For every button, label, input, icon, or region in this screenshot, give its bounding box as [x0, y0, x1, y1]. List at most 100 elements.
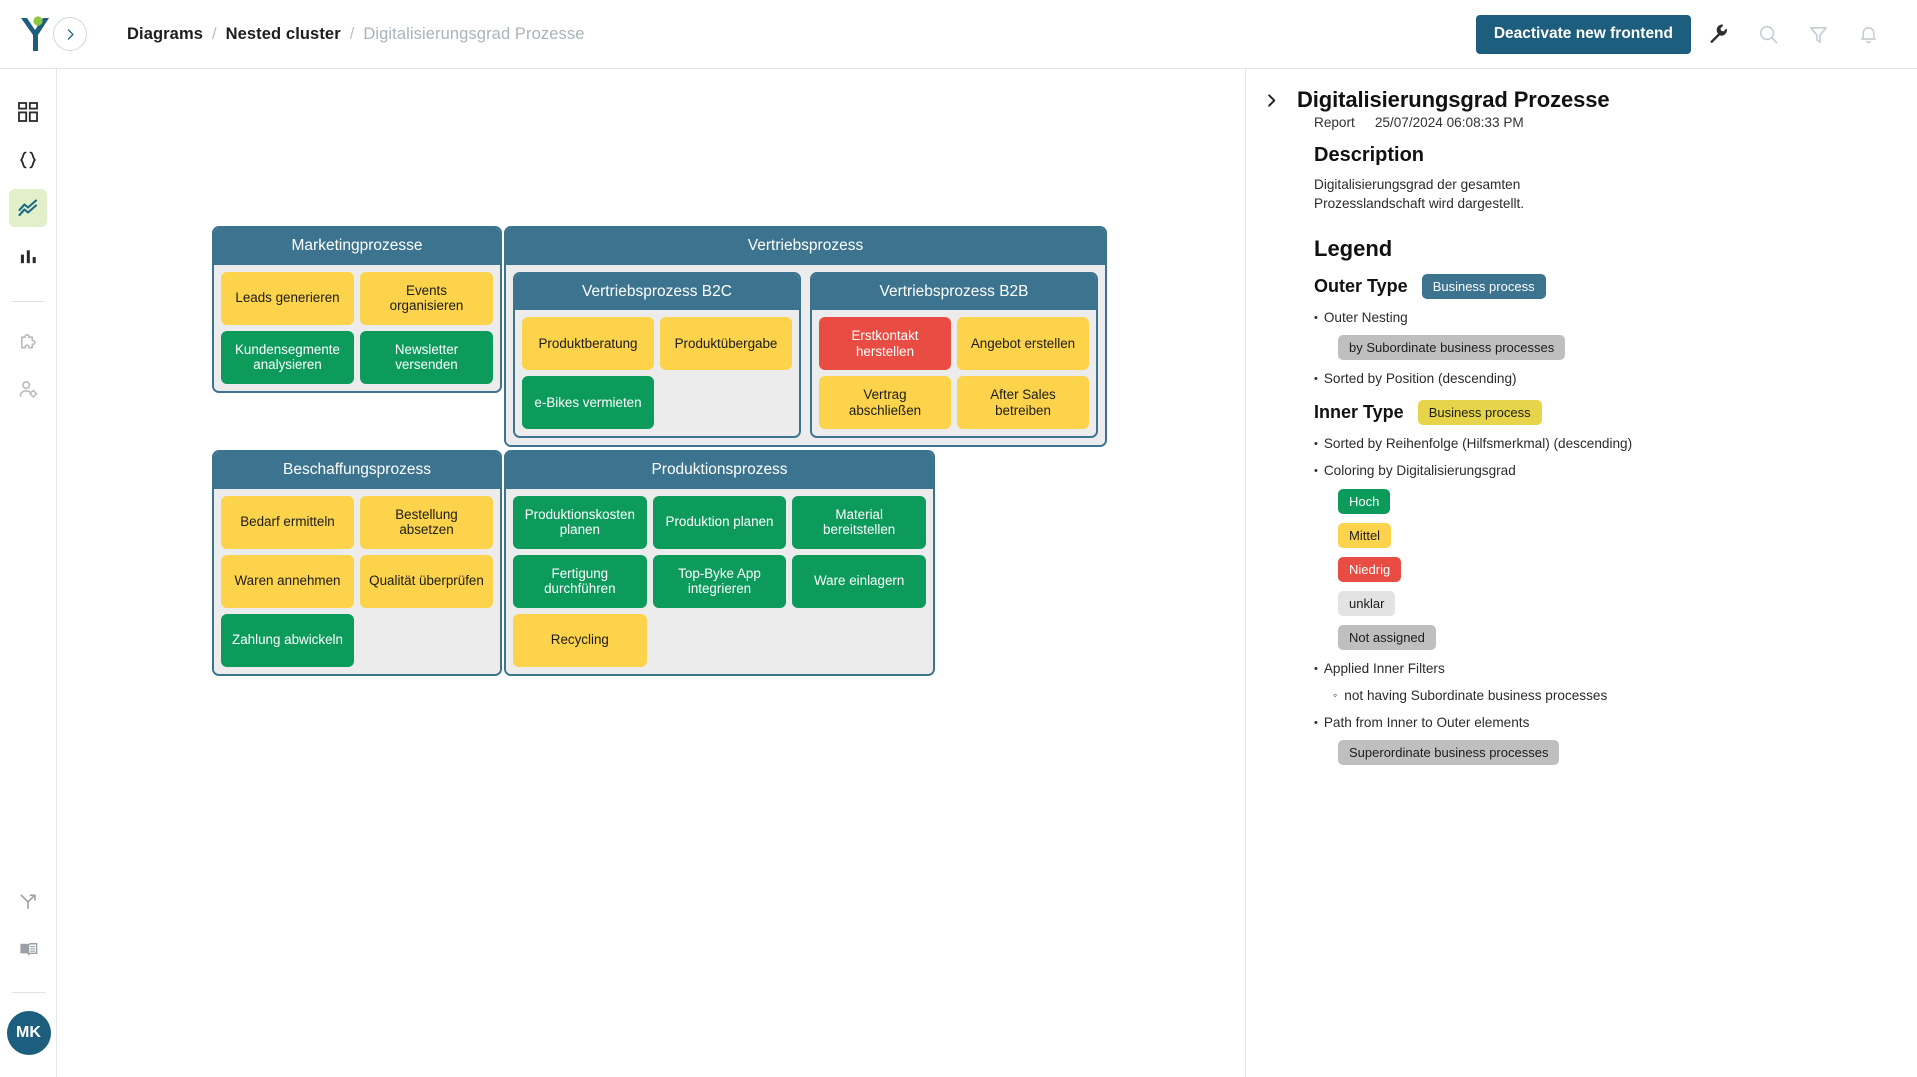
chevron-right-icon: [1268, 94, 1276, 107]
diagram-canvas[interactable]: Marketingprozesse Leads generieren Event…: [57, 69, 1245, 1077]
sidebar-collapse-button[interactable]: [53, 17, 87, 51]
breadcrumb-separator: /: [212, 24, 217, 43]
subcluster-vertriebsprozess-b2b[interactable]: Vertriebsprozess B2B Erstkontakt herstel…: [810, 271, 1098, 438]
rail-item-branch[interactable]: [10, 882, 48, 920]
bell-icon: [1860, 26, 1876, 43]
legend-chip-mittel[interactable]: Mittel: [1338, 522, 1392, 548]
process-node[interactable]: Recycling: [513, 613, 647, 667]
panel-collapse-button[interactable]: [1264, 89, 1279, 108]
filter-button[interactable]: [1795, 11, 1841, 57]
left-rail: MK: [0, 69, 57, 1077]
process-node[interactable]: Produktübergabe: [660, 317, 792, 370]
legend-chip-niedrig[interactable]: Niedrig: [1338, 556, 1402, 582]
cluster-title: Produktionsprozess: [506, 452, 933, 489]
rail-bottom-group: MK: [0, 882, 57, 1077]
process-node[interactable]: Waren annehmen: [221, 554, 354, 608]
process-node[interactable]: Ware einlagern: [792, 554, 926, 608]
process-node[interactable]: Leads generieren: [221, 271, 354, 325]
code-braces-icon: [20, 151, 36, 169]
legend-chip-unklar[interactable]: unklar: [1338, 590, 1396, 616]
process-node[interactable]: Qualität überprüfen: [360, 554, 493, 608]
filters-sub-text: not having Subordinate business processe…: [1344, 688, 1608, 703]
rail-item-code[interactable]: [9, 141, 47, 179]
breadcrumb: Diagrams / Nested cluster / Digitalisier…: [127, 25, 585, 44]
legend-heading: Legend: [1314, 235, 1393, 261]
panel-meta-date: 25/07/2024 06:08:33 PM: [1374, 115, 1524, 130]
cluster-body: Leads generieren Events organisieren Kun…: [214, 264, 500, 391]
panel-meta-type: Report: [1314, 115, 1355, 130]
coloring-bullet: Coloring by Digitalisierungsgrad: [1314, 463, 1891, 480]
process-node[interactable]: Kundensegmente analysieren: [221, 330, 354, 384]
process-node-placeholder: [660, 376, 792, 429]
process-node[interactable]: e-Bikes vermieten: [522, 376, 654, 429]
subcluster-body: Produktberatung Produktübergabe e-Bikes …: [515, 310, 799, 436]
process-node[interactable]: Produktberatung: [522, 317, 654, 370]
legend-chip-hoch[interactable]: Hoch: [1338, 488, 1391, 514]
process-node[interactable]: Events organisieren: [360, 271, 493, 325]
process-node[interactable]: Zahlung abwickeln: [221, 613, 354, 667]
wrench-icon: [1709, 24, 1727, 43]
rail-item-user-settings[interactable]: [9, 370, 47, 408]
trend-chart-icon: [18, 199, 38, 217]
filter-icon: [1809, 26, 1827, 43]
description-heading: Description: [1314, 144, 1425, 166]
notifications-button[interactable]: [1845, 11, 1891, 57]
inner-sorted-text: Sorted by Reihenfolge (Hilfsmerkmal) (de…: [1323, 435, 1633, 451]
process-node[interactable]: After Sales betreiben: [957, 376, 1089, 429]
process-node-placeholder: [653, 614, 787, 667]
filters-bullet: Applied Inner Filters: [1314, 661, 1891, 678]
inner-type-row: Inner Type Business process: [1314, 399, 1891, 425]
rail-item-docs[interactable]: [10, 930, 48, 968]
rail-item-plugins[interactable]: [9, 322, 47, 360]
cluster-marketingprozesse[interactable]: Marketingprozesse Leads generieren Event…: [212, 226, 502, 393]
rail-item-dashboard[interactable]: [9, 93, 47, 131]
process-node[interactable]: Produktionskosten planen: [513, 495, 647, 549]
process-node-placeholder: [792, 614, 926, 667]
process-node[interactable]: Bestellung absetzen: [360, 495, 493, 549]
outer-nesting-text: Outer Nesting: [1323, 309, 1408, 325]
rail-divider: [11, 301, 45, 302]
breadcrumb-item-nested-cluster[interactable]: Nested cluster: [225, 24, 341, 43]
process-node[interactable]: Top-Byke App integrieren: [652, 554, 787, 608]
y-logo-icon: [21, 16, 49, 51]
cluster-title: Vertriebsprozess: [506, 228, 1105, 265]
search-button[interactable]: [1745, 11, 1791, 57]
outer-sorted-bullet: Sorted by Position (descending): [1314, 371, 1891, 388]
cluster-body: Produktionskosten planen Produktion plan…: [506, 488, 933, 674]
wrench-button[interactable]: [1695, 11, 1741, 57]
legend-chip-not-assigned[interactable]: Not assigned: [1338, 624, 1436, 650]
branch-icon: [20, 893, 36, 909]
subcluster-vertriebsprozess-b2c[interactable]: Vertriebsprozess B2C Produktberatung Pro…: [513, 271, 801, 438]
rail-item-reports[interactable]: [9, 237, 47, 275]
deactivate-new-frontend-button[interactable]: Deactivate new frontend: [1475, 14, 1691, 54]
app-logo[interactable]: [0, 0, 70, 69]
cluster-title: Beschaffungsprozess: [214, 452, 500, 489]
inner-type-chip[interactable]: Business process: [1417, 399, 1542, 425]
details-panel: Digitalisierungsgrad Prozesse Report 25/…: [1245, 69, 1917, 1077]
inner-sorted-bullet: Sorted by Reihenfolge (Hilfsmerkmal) (de…: [1314, 436, 1891, 453]
rail-item-diagrams[interactable]: [9, 189, 47, 227]
process-node[interactable]: Vertrag abschließen: [819, 376, 951, 429]
filters-text: Applied Inner Filters: [1323, 660, 1445, 676]
path-chip[interactable]: Superordinate business processes: [1338, 740, 1560, 766]
outer-nesting-chip[interactable]: by Subordinate business processes: [1338, 335, 1566, 360]
dashboard-icon: [18, 102, 38, 122]
avatar[interactable]: MK: [6, 1011, 51, 1055]
breadcrumb-item-diagrams[interactable]: Diagrams: [127, 24, 204, 43]
process-node[interactable]: Erstkontakt herstellen: [819, 317, 951, 370]
rail-divider-bottom: [11, 992, 46, 993]
process-node[interactable]: Angebot erstellen: [957, 317, 1089, 370]
process-node[interactable]: Fertigung durchführen: [513, 554, 647, 608]
process-node[interactable]: Bedarf ermitteln: [221, 495, 354, 549]
path-chip-row: Superordinate business processes: [1338, 740, 1891, 766]
process-node[interactable]: Produktion planen: [652, 495, 787, 549]
book-icon: [20, 942, 38, 955]
cluster-vertriebsprozess[interactable]: Vertriebsprozess Vertriebsprozess B2C Pr…: [504, 226, 1107, 447]
process-node[interactable]: Material bereitstellen: [792, 495, 926, 549]
top-bar-actions: Deactivate new frontend: [1475, 11, 1917, 57]
outer-type-chip[interactable]: Business process: [1421, 273, 1546, 299]
cluster-beschaffungsprozess[interactable]: Beschaffungsprozess Bedarf ermitteln Bes…: [212, 450, 502, 676]
cluster-produktionsprozess[interactable]: Produktionsprozess Produktionskosten pla…: [504, 450, 935, 676]
process-node[interactable]: Newsletter versenden: [360, 330, 493, 384]
